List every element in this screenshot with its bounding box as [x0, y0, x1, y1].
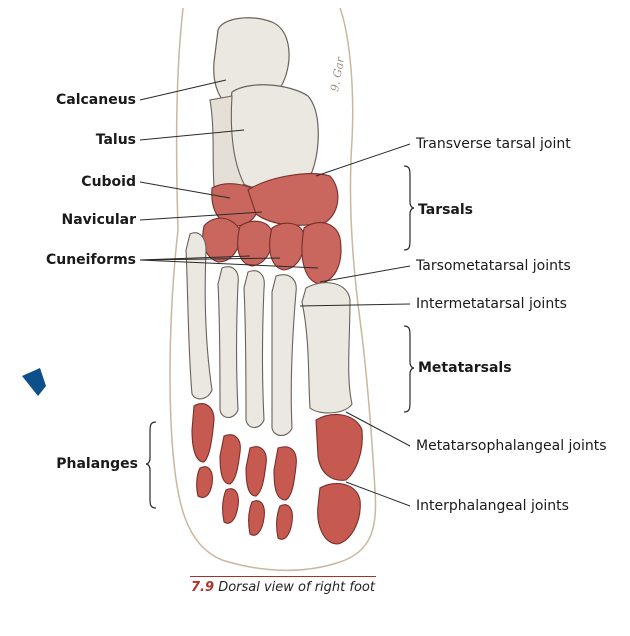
- phalanx-1-distal: [317, 482, 361, 545]
- phalanx-5-proximal: [191, 403, 215, 463]
- leader-transverse-tarsal: [315, 143, 411, 177]
- label-calcaneus: Calcaneus: [55, 92, 136, 108]
- phalanx-3-distal: [248, 500, 265, 536]
- label-metatarsophalangeal-joints: Metatarsophalangeal joints: [416, 438, 607, 454]
- leader-tarsometatarsal: [319, 265, 411, 283]
- phalanx-5-distal: [196, 466, 213, 499]
- label-interphalangeal-joints: Interphalangeal joints: [416, 498, 569, 514]
- label-transverse-tarsal-joint: Transverse tarsal joint: [416, 136, 571, 152]
- figure-caption: 7.9 Dorsal view of right foot: [190, 580, 376, 595]
- caption-rule: [190, 576, 376, 577]
- figure-number: 7.9: [191, 580, 215, 595]
- artist-signature: 9. Gar: [328, 55, 347, 92]
- label-cuneiforms: Cuneiforms: [45, 252, 136, 268]
- brackets: [145, 165, 415, 509]
- phalanx-bones: [191, 403, 363, 545]
- metatarsal-4: [217, 266, 239, 419]
- tarsals-bracket: [403, 165, 415, 251]
- lateral-tarsal: [202, 217, 241, 263]
- leader-metatarsophalangeal: [345, 411, 411, 447]
- metatarsal-2: [271, 274, 297, 437]
- leader-intermetatarsal: [299, 303, 411, 307]
- leader-cuneiforms-3: [139, 259, 319, 269]
- label-intermetatarsal-joints: Intermetatarsal joints: [416, 296, 567, 312]
- leader-cuboid: [139, 181, 231, 199]
- metatarsals-bracket: [403, 325, 415, 413]
- phalanx-4-proximal: [219, 434, 241, 485]
- cuneiform-medial: [301, 222, 342, 285]
- phalanx-3-proximal: [245, 446, 267, 497]
- label-navicular: Navicular: [61, 212, 136, 228]
- phalanx-2-proximal: [273, 446, 297, 501]
- phalanges-bracket: [145, 421, 157, 509]
- leader-calcaneus: [139, 79, 227, 101]
- leader-lines: [139, 79, 411, 507]
- cuneiform-intermediate: [269, 222, 305, 271]
- leader-navicular: [139, 211, 263, 221]
- metatarsal-3: [243, 270, 265, 429]
- leader-cuneiforms-2: [139, 257, 281, 261]
- right-foot-marker: [22, 368, 46, 396]
- phalanx-4-distal: [222, 488, 239, 524]
- label-tarsometatarsal-joints: Tarsometatarsal joints: [416, 258, 571, 274]
- cuboid-bone: [211, 183, 261, 227]
- metatarsal-5: [185, 232, 213, 400]
- metatarsal-1: [301, 282, 353, 414]
- cuneiform-lateral: [237, 220, 273, 267]
- skin-outline: [169, 7, 377, 572]
- label-phalanges: Phalanges: [56, 456, 138, 472]
- label-cuboid: Cuboid: [81, 174, 136, 190]
- leader-interphalangeal: [345, 481, 411, 507]
- caption-text: Dorsal view of right foot: [218, 580, 375, 595]
- label-tarsals: Tarsals: [418, 202, 474, 218]
- label-talus: Talus: [95, 132, 136, 148]
- leader-talus: [139, 129, 245, 141]
- metatarsal-bones: [185, 232, 353, 437]
- label-metatarsals: Metatarsals: [418, 360, 512, 376]
- phalanx-1-proximal: [315, 414, 363, 481]
- phalanx-2-distal: [276, 504, 293, 540]
